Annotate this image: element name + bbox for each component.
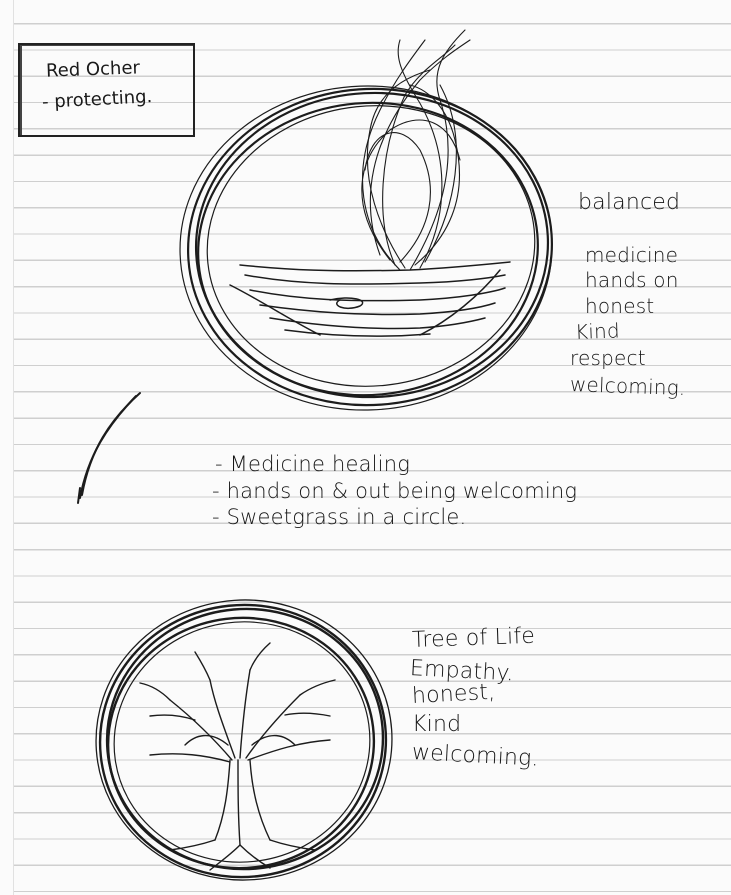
top-list-item: medicine (585, 243, 678, 267)
top-list-item: balanced (578, 190, 680, 215)
middle-note: - Medicine healing (215, 452, 410, 476)
top-circle-sketch (174, 77, 562, 418)
top-list-item: respect (570, 346, 646, 370)
top-list-item: honest (585, 294, 654, 318)
top-list-item: Kind (575, 318, 621, 344)
bottom-list-item: honest, (411, 680, 496, 709)
tree-sketch (140, 643, 335, 870)
braid-sketch (78, 393, 140, 503)
flame-sketch (362, 30, 470, 270)
top-list-item: welcoming. (570, 372, 686, 400)
top-list-item: hands on (585, 268, 679, 292)
bottom-list-item: Tree of Life (412, 624, 536, 653)
middle-note: - Sweetgrass in a circle. (212, 505, 466, 529)
middle-note: - hands on & out being welcoming (212, 479, 577, 503)
bottom-circle-sketch (87, 590, 402, 891)
bottom-list-item: Kind (412, 712, 461, 737)
sweetgrass-sketch (230, 262, 510, 336)
